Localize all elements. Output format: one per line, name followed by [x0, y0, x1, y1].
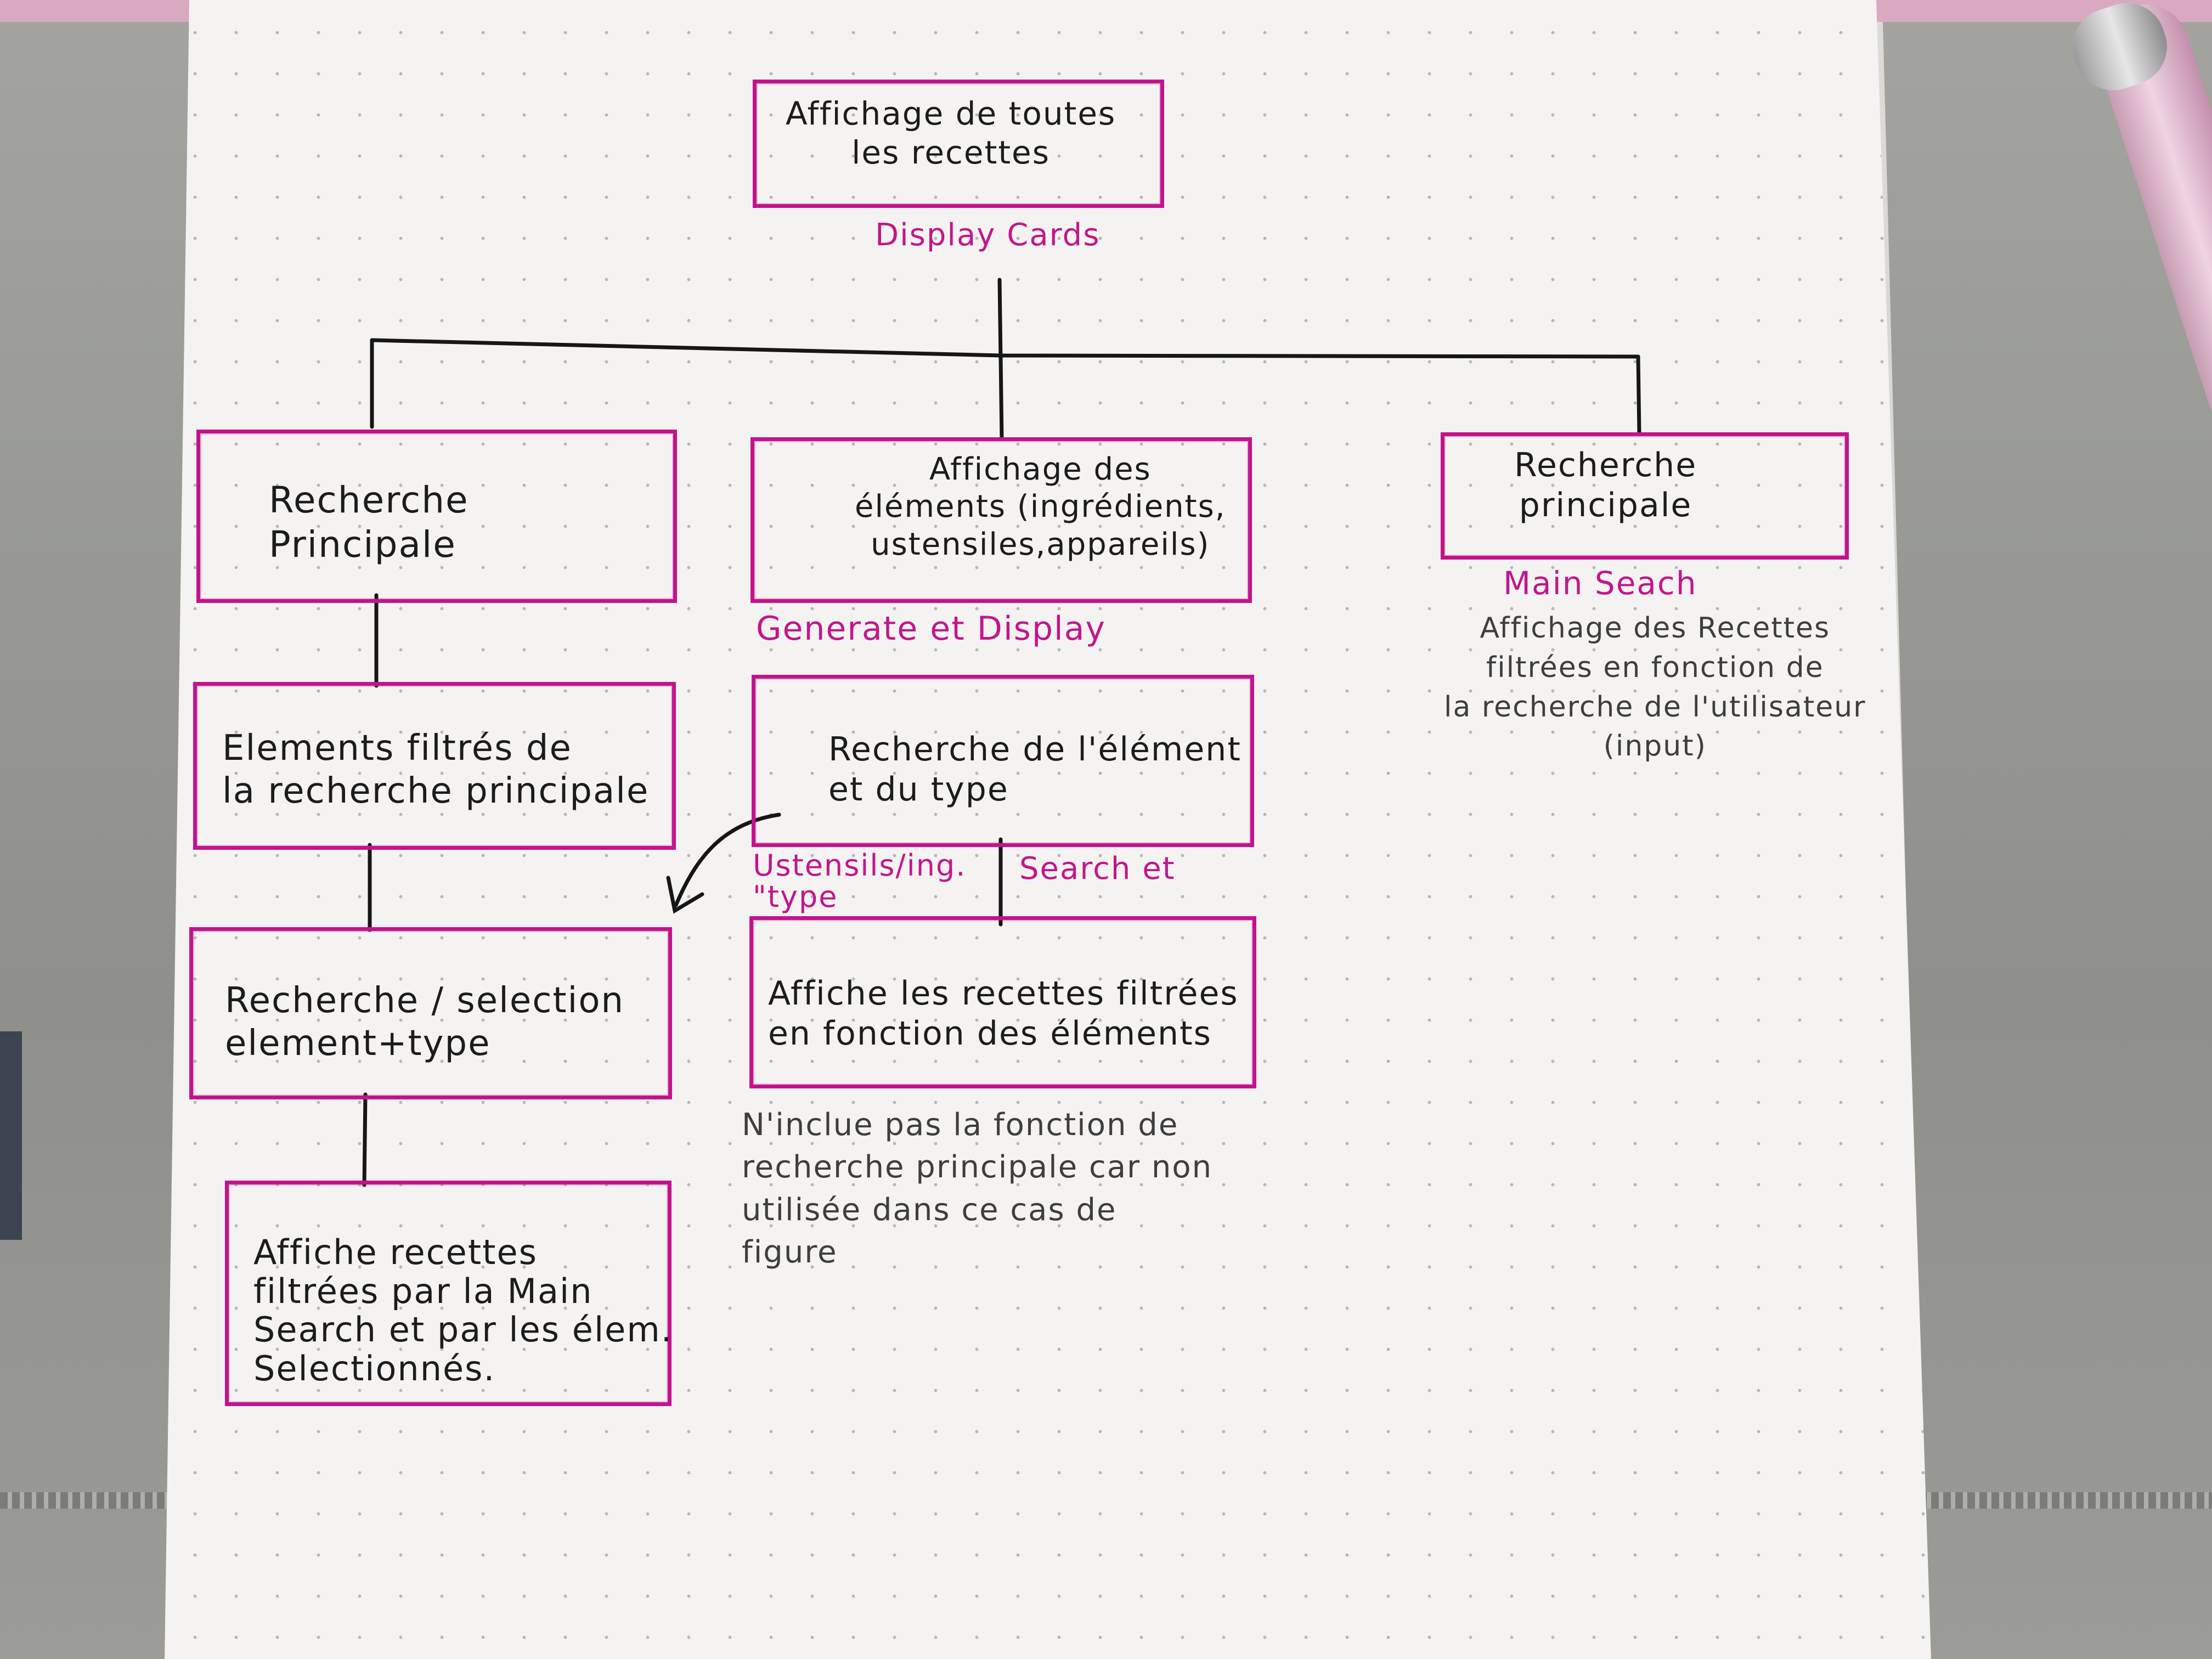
middle-node-3-box: [749, 916, 1256, 1088]
curved-arrow: [674, 812, 781, 907]
middle-node-1-label: Generate et Display: [756, 610, 1106, 648]
root-node-box: [753, 80, 1164, 208]
left-link-3: [362, 1092, 368, 1187]
left-node-4-box: [225, 1181, 672, 1406]
left-node-2-text: Elements filtrés de la recherche princip…: [222, 728, 650, 812]
middle-node-3-text: Affiche les recettes filtrées en fonctio…: [768, 974, 1239, 1053]
root-down-line: [997, 278, 1003, 362]
left-node-4-text: Affiche recettes filtrées par la Main Se…: [253, 1232, 673, 1389]
right-node-1-box: [1441, 432, 1849, 560]
middle-node-2-label-right: Search et: [1019, 851, 1176, 887]
left-node-3-box: [189, 927, 672, 1099]
middle-branch-line: [998, 354, 1004, 441]
dotted-paper-sheet: [165, 0, 1931, 1659]
branch-bar-line: [370, 338, 1640, 359]
right-note: Affichage des Recettes filtrées en fonct…: [1444, 612, 1866, 763]
middle-node-1-text: Affichage des éléments (ingrédients, ust…: [855, 452, 1226, 562]
arrow-head: [666, 876, 704, 914]
middle-node-1-box: [751, 437, 1252, 603]
ruler-edge: [0, 1031, 22, 1240]
left-node-1-box: [196, 430, 677, 603]
left-node-3-text: Recherche / selection element+type: [225, 980, 625, 1064]
right-node-1-text: Recherche principale: [1514, 446, 1697, 525]
right-node-1-label: Main Seach: [1503, 565, 1697, 602]
left-node-1-text: Recherche Principale: [269, 479, 469, 566]
right-branch-line: [1636, 354, 1641, 436]
middle-node-2-label-left: Ustensils/ing. "type: [753, 848, 967, 914]
middle-node-2-box: [752, 675, 1254, 847]
root-node-text: Affichage de toutes les recettes: [786, 95, 1116, 171]
middle-note: N'inclue pas la fonction de recherche pr…: [742, 1107, 1213, 1270]
middle-node-2-text: Recherche de l'élément et du type: [828, 730, 1242, 809]
root-label: Display Cards: [875, 217, 1101, 253]
left-node-2-box: [193, 682, 676, 850]
